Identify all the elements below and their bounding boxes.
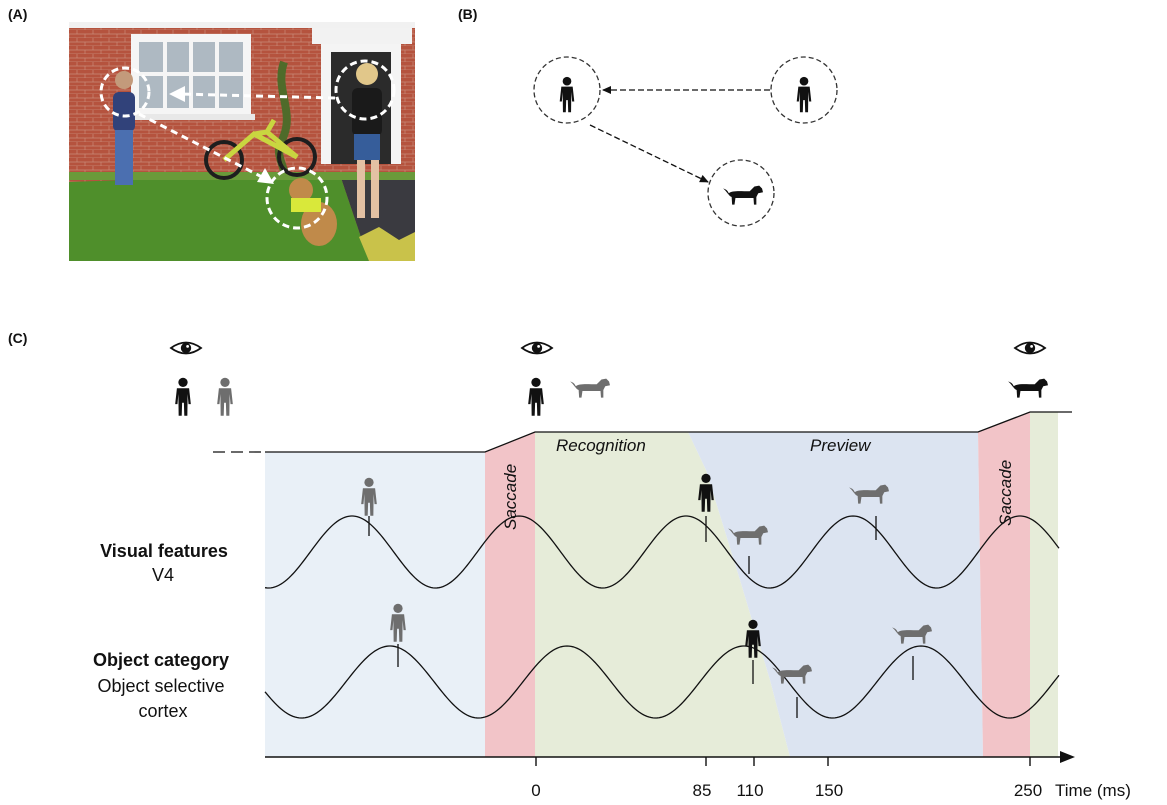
recognition-label: Recognition [556,436,646,455]
dog-icon [723,185,763,205]
saccade-label-2: Saccade [996,460,1015,526]
visual-features-area: V4 [152,565,174,585]
person-icon [796,76,812,113]
fixated-dog-icon [1008,378,1048,398]
panel-label-a: (A) [8,6,28,22]
tick-label-110: 110 [736,781,763,800]
eye-icon [521,341,553,355]
time-axis-arrowhead [1060,751,1075,763]
object-category-title: Object category [93,650,229,670]
preview-label: Preview [810,436,872,455]
eye-icon [170,341,202,355]
peripheral-woman-icon [217,377,233,416]
fixation-circle-boy [770,56,838,124]
tick-label-250: 250 [1014,781,1042,800]
phase-recognition-next [1030,412,1058,757]
saccade-label-1: Saccade [501,464,520,530]
phase-saccade-1 [485,432,535,757]
phase-preview [688,432,983,757]
tick-label-0: 0 [531,781,540,800]
fixation-profile-line [265,411,1072,453]
scene-photo [69,22,415,261]
tick-label-85: 85 [693,781,712,800]
eye-icon [1014,341,1046,355]
fixated-woman-icon [528,377,544,416]
object-category-area-line2: cortex [138,701,187,721]
fixation-circle-dog [707,159,775,227]
saccade-arrow-woman-to-dog [589,124,709,183]
phase-regions [265,412,1058,757]
fixation-circle-woman [533,56,601,124]
tick-label-150: 150 [815,781,843,800]
visual-features-title: Visual features [100,541,228,561]
object-category-area-line1: Object selective [97,676,224,696]
peripheral-dog-icon [570,378,610,398]
fixated-person-icon [175,377,191,416]
panel-b-schematic [533,56,838,227]
panel-label-b: (B) [458,6,478,22]
phase-saccade-2 [978,412,1030,757]
visual-features-wave [264,515,1060,589]
phase-recognition [535,432,790,757]
panel-label-c: (C) [8,330,28,346]
object-category-wave [264,645,1060,719]
woman-icon [559,76,575,113]
time-axis-unit-label: Time (ms) [1055,781,1131,800]
